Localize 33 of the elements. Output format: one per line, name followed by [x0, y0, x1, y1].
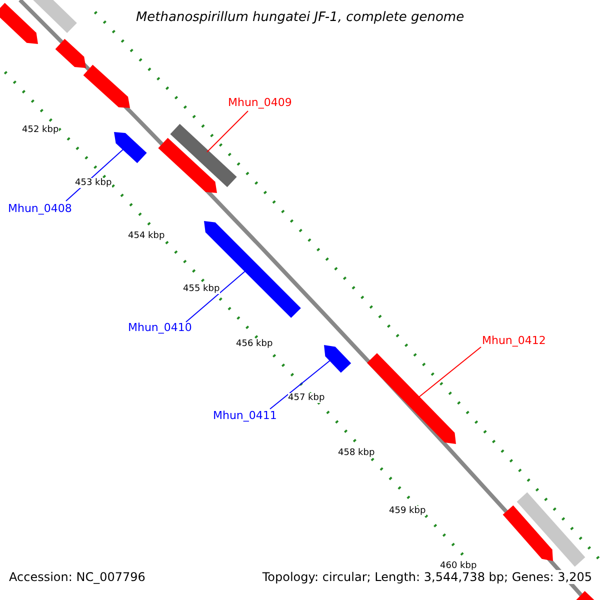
scale-label: 457 kbp	[288, 393, 325, 403]
leader-line	[417, 346, 482, 398]
scale-label: 453 kbp	[75, 178, 112, 188]
scale-label: 460 kbp	[440, 561, 477, 571]
scale-label: 456 kbp	[236, 339, 273, 349]
gene-block	[55, 38, 86, 68]
gene-block	[367, 353, 456, 444]
scale-label: 458 kbp	[338, 448, 375, 458]
title: Methanospirillum hungatei JF-1, complete genome	[134, 10, 466, 25]
gene-block	[83, 64, 130, 108]
gene-label: Mhun_0410	[128, 321, 192, 334]
footer-text: Topology: circular; Length: 3,544,738 bp; Genes: 3,205	[262, 570, 592, 584]
scale-label: 459 kbp	[389, 506, 426, 516]
gene-block	[114, 132, 147, 164]
gene-block	[516, 492, 586, 567]
gene-label: Mhun_0411	[213, 409, 277, 422]
gene-block	[502, 505, 553, 561]
gene-label: Mhun_0408	[8, 202, 72, 215]
gene-block	[204, 221, 301, 318]
leader-line	[270, 359, 332, 410]
scale-label: 452 kbp	[22, 125, 59, 135]
leader-line	[186, 270, 247, 322]
gene-block	[33, 0, 77, 33]
gene-label: Mhun_0409	[228, 96, 292, 109]
scale-label: 454 kbp	[128, 231, 165, 241]
gene-label: Mhun_0412	[482, 334, 546, 347]
scale-label: 455 kbp	[183, 284, 220, 294]
gene-block	[0, 2, 38, 44]
gene-block	[170, 124, 237, 188]
gene-block	[158, 138, 217, 193]
gene-block	[324, 345, 352, 373]
footer-text: Accession: NC_007796	[9, 570, 146, 584]
leader-line	[206, 110, 248, 152]
